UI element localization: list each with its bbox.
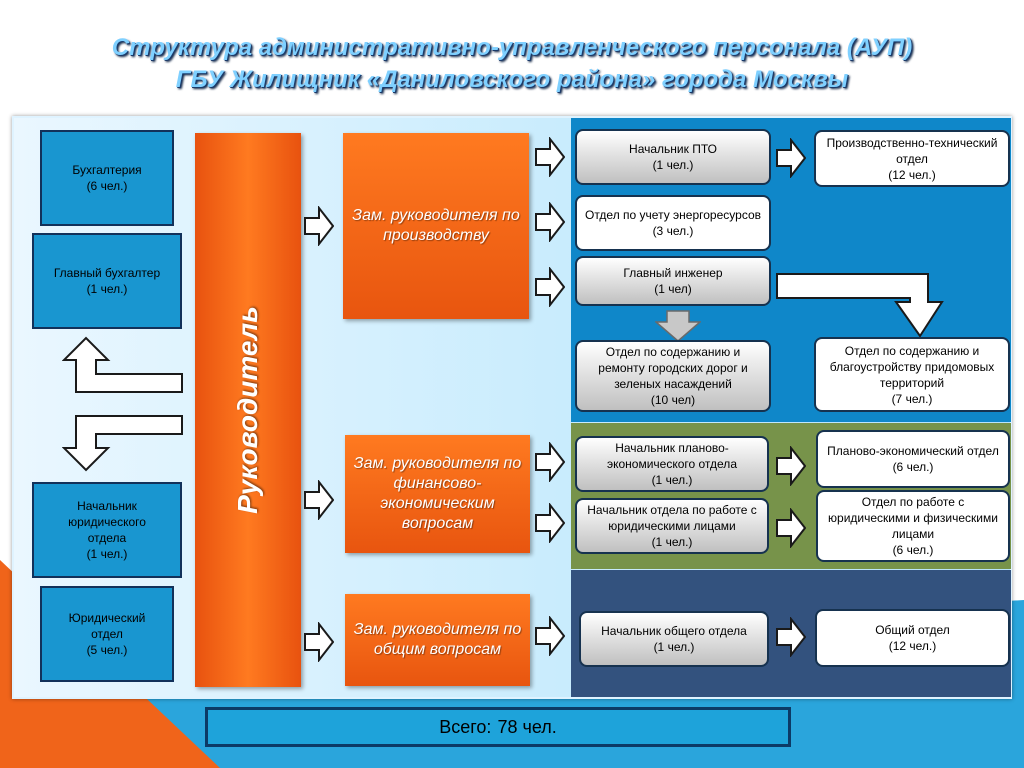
arrow-to-legal-persons-head-icon xyxy=(535,504,565,542)
total-value: 78 чел. xyxy=(497,716,557,737)
pto-head-name: Начальник ПТО xyxy=(629,142,717,156)
general-head-box: Начальник общего отдела (1 чел.) xyxy=(579,611,769,667)
director-box: Руководитель xyxy=(195,133,301,687)
arrow-to-plan-head-icon xyxy=(535,443,565,481)
yards-dept-count: (7 чел.) xyxy=(891,391,933,406)
general-head-count: (1 чел.) xyxy=(653,640,695,654)
plan-head-box: Начальник планово-экономического отдела … xyxy=(575,436,769,492)
general-head-name: Начальник общего отдела xyxy=(601,624,747,638)
energy-dept-count: (3 чел.) xyxy=(652,224,694,238)
arrow-to-deputy-general-icon xyxy=(304,623,334,661)
energy-dept-name: Отдел по учету энергоресурсов xyxy=(585,208,761,222)
arrow-to-plan-dept-icon xyxy=(776,447,806,485)
arrow-to-yards-dept-icon xyxy=(776,273,944,338)
total-box: Всего: 78 чел. xyxy=(205,707,791,747)
legal-dept-box: Юридический отдел (5 чел.) xyxy=(40,586,174,682)
roads-dept-name: Отдел по содержанию и ремонту городских … xyxy=(598,345,748,391)
roads-dept-count: (10 чел) xyxy=(650,393,696,407)
accounting-count: (6 чел.) xyxy=(86,179,128,193)
pto-head-box: Начальник ПТО (1 чел.) xyxy=(575,129,771,185)
energy-dept-box: Отдел по учету энергоресурсов (3 чел.) xyxy=(575,195,771,251)
plan-dept-count: (6 чел.) xyxy=(892,460,934,474)
arrow-to-energy-icon xyxy=(535,203,565,241)
arrow-down-to-roads-icon xyxy=(655,310,701,342)
general-dept-box: Общий отдел (12 чел.) xyxy=(815,609,1010,667)
arrow-to-pto-dept-icon xyxy=(776,139,806,177)
general-dept-name: Общий отдел xyxy=(875,623,950,637)
yards-dept-box: Отдел по содержанию и благоустройству пр… xyxy=(814,337,1010,412)
chief-engineer-box: Главный инженер (1 чел) xyxy=(575,256,771,306)
chief-accountant-name: Главный бухгалтер xyxy=(53,266,161,280)
deputy-production-label: Зам. руководителя по производству xyxy=(352,207,520,244)
deputy-finance-box: Зам. руководителя по финансово-экономиче… xyxy=(345,435,530,553)
arrow-to-deputy-production-icon xyxy=(304,207,334,245)
director-label: Руководитель xyxy=(232,306,263,514)
general-dept-count: (12 чел.) xyxy=(888,639,937,653)
deputy-general-label: Зам. руководителя по общим вопросам xyxy=(353,621,522,658)
plan-head-count: (1 чел.) xyxy=(651,473,693,487)
u-turn-up-arrow-icon xyxy=(62,336,183,393)
yards-dept-name: Отдел по содержанию и благоустройству пр… xyxy=(829,343,995,390)
pto-head-count: (1 чел.) xyxy=(652,158,694,172)
arrow-to-general-head-icon xyxy=(535,617,565,655)
accounting-name: Бухгалтерия xyxy=(72,163,142,177)
persons-dept-name: Отдел по работе с юридическими и физичес… xyxy=(828,495,998,541)
legal-head-count: (1 чел.) xyxy=(86,547,128,561)
chief-accountant-count: (1 чел.) xyxy=(86,282,128,296)
legal-persons-head-box: Начальник отдела по работе с юридическим… xyxy=(575,498,769,554)
pto-dept-box: Производственно-технический отдел (12 че… xyxy=(814,130,1010,187)
accounting-box: Бухгалтерия (6 чел.) xyxy=(40,130,174,226)
persons-dept-count: (6 чел.) xyxy=(892,543,934,557)
arrow-to-deputy-finance-icon xyxy=(304,481,334,519)
arrow-to-persons-dept-icon xyxy=(776,509,806,547)
plan-dept-name: Планово-экономический отдел xyxy=(827,444,999,458)
total-label: Всего: xyxy=(439,716,492,737)
legal-dept-name: Юридический отдел xyxy=(68,611,146,641)
chief-engineer-name: Главный инженер xyxy=(623,266,723,280)
plan-head-name: Начальник планово-экономического отдела xyxy=(606,441,737,471)
deputy-finance-label: Зам. руководителя по финансово-экономиче… xyxy=(353,455,522,532)
roads-dept-box: Отдел по содержанию и ремонту городских … xyxy=(575,340,771,412)
chief-accountant-box: Главный бухгалтер (1 чел.) xyxy=(32,233,182,329)
arrow-to-chief-engineer-icon xyxy=(535,268,565,306)
page-title: Структура административно-управленческог… xyxy=(60,32,964,96)
u-turn-down-arrow-icon xyxy=(62,415,183,472)
deputy-general-box: Зам. руководителя по общим вопросам xyxy=(345,594,530,686)
legal-persons-head-count: (1 чел.) xyxy=(651,535,693,549)
legal-dept-count: (5 чел.) xyxy=(86,643,128,657)
legal-head-name: Начальник юридического отдела xyxy=(68,499,146,545)
title-line-2: ГБУ Жилищник «Даниловского района» город… xyxy=(175,66,849,93)
pto-dept-name: Производственно-технический отдел xyxy=(826,135,998,166)
arrow-to-general-dept-icon xyxy=(776,618,806,656)
plan-dept-box: Планово-экономический отдел (6 чел.) xyxy=(816,430,1010,488)
persons-dept-box: Отдел по работе с юридическими и физичес… xyxy=(816,490,1010,562)
arrow-to-pto-head-icon xyxy=(535,138,565,176)
chief-engineer-count: (1 чел) xyxy=(654,282,692,296)
pto-dept-count: (12 чел.) xyxy=(888,167,936,182)
legal-head-box: Начальник юридического отдела (1 чел.) xyxy=(32,482,182,578)
deputy-production-box: Зам. руководителя по производству xyxy=(343,133,529,319)
legal-persons-head-name: Начальник отдела по работе с юридическим… xyxy=(587,503,757,533)
title-line-1: Структура административно-управленческог… xyxy=(111,34,913,61)
